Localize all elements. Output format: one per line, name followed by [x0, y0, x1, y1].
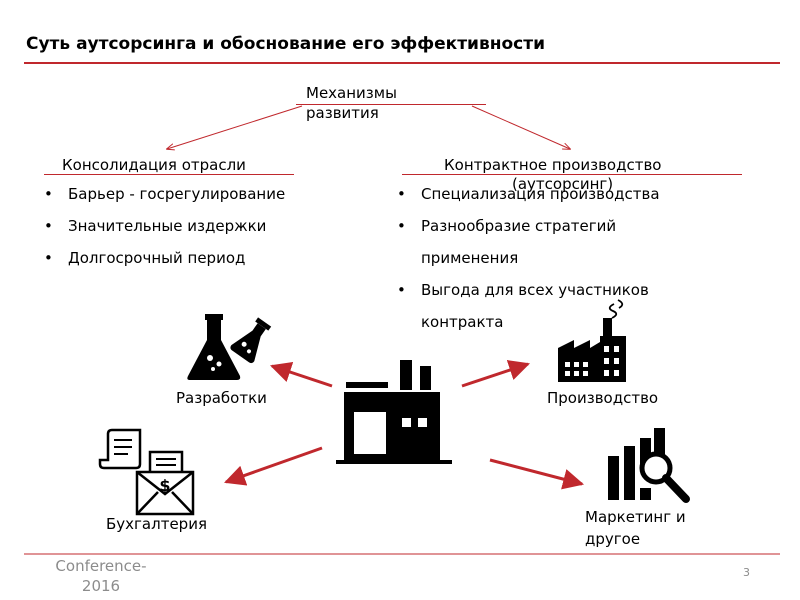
label-marketing-line2: другое: [585, 530, 641, 548]
slide-title: Суть аутсорсинга и обоснование его эффек…: [26, 34, 545, 54]
left-bullet-2: Значительные издержки: [44, 217, 266, 235]
right-bullet-2: Разнообразие стратегий: [397, 217, 616, 235]
footer-conference: Conference- 2016: [36, 556, 166, 596]
left-bullet-3: Долгосрочный период: [44, 249, 245, 267]
office-building-icon: [336, 360, 452, 464]
label-research: Разработки: [176, 389, 267, 407]
label-accounting: Бухгалтерия: [106, 515, 207, 533]
footer-line2: 2016: [81, 577, 121, 595]
documents-envelope-icon: $: [98, 428, 195, 516]
footer-line1: Conference-: [55, 557, 147, 575]
center-underline: [296, 104, 486, 105]
title-rule: [24, 62, 780, 64]
arrow-to-right-branch: [471, 105, 570, 149]
bar-chart-magnifier-icon: [608, 428, 690, 503]
right-bullet-3-cont: контракта: [421, 313, 504, 331]
left-heading-underline: [44, 174, 294, 175]
left-bullet-1: Барьер - госрегулирование: [44, 185, 285, 203]
center-label-line1: Механизмы: [306, 84, 397, 102]
flask-icon: [187, 314, 272, 380]
center-label-line2: развития: [306, 104, 379, 122]
flow-arrows: [224, 360, 585, 490]
right-bullet-2-cont: применения: [421, 249, 519, 267]
right-heading-underline: [402, 174, 742, 175]
right-bullet-1: Специализация производства: [397, 185, 660, 203]
right-bullet-3: Выгода для всех участников: [397, 281, 649, 299]
label-production: Производство: [547, 389, 659, 407]
dollar-sign: $: [159, 476, 170, 495]
left-branch-heading: Консолидация отрасли: [62, 156, 246, 174]
label-marketing-line1: Маркетинг и: [585, 508, 686, 526]
arrow-to-left-branch: [167, 105, 303, 149]
factory-icon: [558, 299, 626, 382]
page-number: 3: [743, 566, 750, 579]
right-branch-heading-line1: Контрактное производство: [444, 156, 662, 174]
